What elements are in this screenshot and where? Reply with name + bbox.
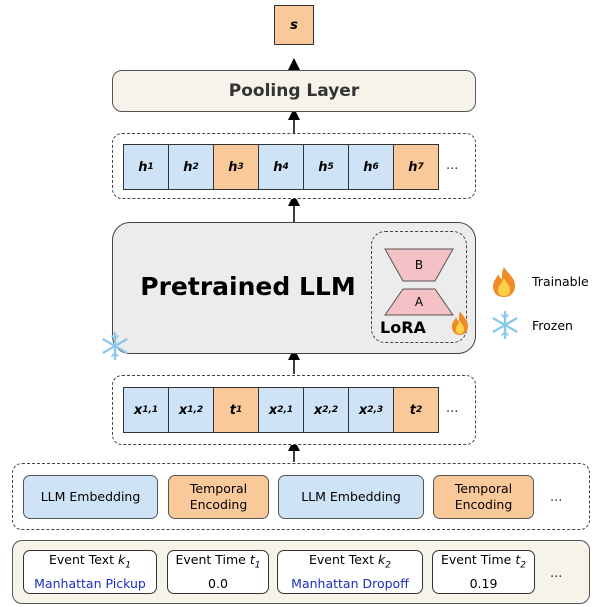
hidden-state-cell-3-symbol: h [228,159,238,175]
lora-label: LoRA [380,318,426,337]
llm-frozen-snowflake-icon [102,331,128,361]
input-token-cell-3-symbol: t [229,402,236,418]
output-s-label: s [290,17,298,33]
event-text-1-header: Event Text k1 [49,551,131,575]
legend-trainable-label: Trainable [532,274,589,289]
event-text-2-var: k [378,552,386,568]
temporal-encoding-1-line1: Temporal [189,481,248,496]
input-token-cell-4-symbol: x [268,402,278,418]
input-token-cell-7-subscript: 2 [415,405,423,415]
event-time-1: Event Time t1 0.0 [167,550,269,594]
event-time-2-prefix: Event Time [441,552,516,568]
temporal-encoding-2: Temporal Encoding [433,475,534,519]
event-time-1-value: 0.0 [208,575,228,591]
hidden-state-cell-7-symbol: h [408,159,418,175]
hidden-state-cell-3-subscript: 3 [237,162,244,172]
input-token-cell-2-symbol: x [178,402,188,418]
event-time-2-header: Event Time t2 [441,551,526,575]
lora-a-label: A [414,295,424,309]
event-text-2-sub: 2 [385,560,392,571]
event-text-1: Event Text k1 Manhattan Pickup [23,550,157,594]
input-token-cell-2-subscript: 1,2 [187,405,204,415]
event-time-1-sub: 1 [254,560,261,571]
event-time-2-var: t [515,552,521,568]
input-token-cell-1-symbol: x [133,402,143,418]
event-text-1-value: Manhattan Pickup [34,575,146,591]
event-text-1-sub: 1 [125,560,132,571]
event-time-1-prefix: Event Time [175,552,250,568]
llm-embedding-2: LLM Embedding [278,475,424,519]
hidden-state-cell-2-subscript: 2 [192,162,199,172]
temporal-encoding-1-line2: Encoding [189,497,248,512]
input-token-cell-1-subscript: 1,1 [142,405,159,415]
hidden-state-cell-6-symbol: h [363,159,373,175]
pretrained-llm-title: Pretrained LLM [140,271,356,301]
input-token-cell-4-subscript: 2,1 [277,405,294,415]
temporal-encoding-2-line1: Temporal [454,481,513,496]
lora-shapes [384,248,454,316]
input-token-cell-6-symbol: x [358,402,368,418]
event-text-1-var: k [118,552,126,568]
hidden-state-cell-4-symbol: h [273,159,283,175]
events-ellipsis: ... [550,566,563,581]
lora-fire-icon [452,311,468,335]
hidden-state-cell-7-subscript: 7 [417,162,424,172]
pooling-layer-label: Pooling Layer [228,81,360,101]
hidden-state-cell-5-subscript: 5 [327,162,334,172]
event-time-2: Event Time t2 0.19 [432,550,535,594]
event-text-2-prefix: Event Text [308,552,379,568]
input-token-cell-5-symbol: x [313,402,323,418]
hidden-ellipsis: ... [446,158,459,173]
event-text-2-value: Manhattan Dropoff [291,575,409,591]
hidden-state-cell-6-subscript: 6 [372,162,379,172]
lora-b-trapezoid [384,248,454,282]
llm-embedding-1: LLM Embedding [23,475,158,519]
input-token-cell-3-subscript: 1 [235,405,243,415]
event-text-2-header: Event Text k2 [309,551,391,575]
event-time-1-header: Event Time t1 [176,551,261,575]
temporal-encoding-1: Temporal Encoding [168,475,269,519]
legend-frozen-label: Frozen [532,318,573,333]
hidden-state-cell-1-subscript: 1 [147,162,154,172]
hidden-state-cell-1-symbol: h [138,159,148,175]
output-s-box: s [274,5,314,45]
event-text-1-prefix: Event Text [48,552,119,568]
event-text-2: Event Text k2 Manhattan Dropoff [277,550,423,594]
lora-a-trapezoid [384,288,454,316]
trainable-fire-icon [493,267,515,297]
event-time-1-var: t [249,552,255,568]
pooling-layer-box: Pooling Layer [112,70,476,112]
event-time-2-value: 0.19 [469,575,498,591]
hidden-state-cell-5-symbol: h [318,159,328,175]
lora-b-label: B [414,258,424,272]
hidden-state-cell-2-symbol: h [183,159,193,175]
frozen-snowflake-icon [492,310,518,340]
input-token-cell-6-subscript: 2,3 [367,405,384,415]
event-time-2-sub: 2 [520,560,526,571]
input-token-cell-7-symbol: t [409,402,416,418]
input-ellipsis: ... [446,401,459,416]
temporal-encoding-2-line2: Encoding [454,497,513,512]
input-token-cell-5-subscript: 2,2 [322,405,339,415]
encoders-ellipsis: ... [550,490,563,505]
llm-embedding-1-label: LLM Embedding [40,489,141,504]
hidden-state-cell-4-subscript: 4 [282,162,289,172]
llm-embedding-2-label: LLM Embedding [301,489,401,504]
